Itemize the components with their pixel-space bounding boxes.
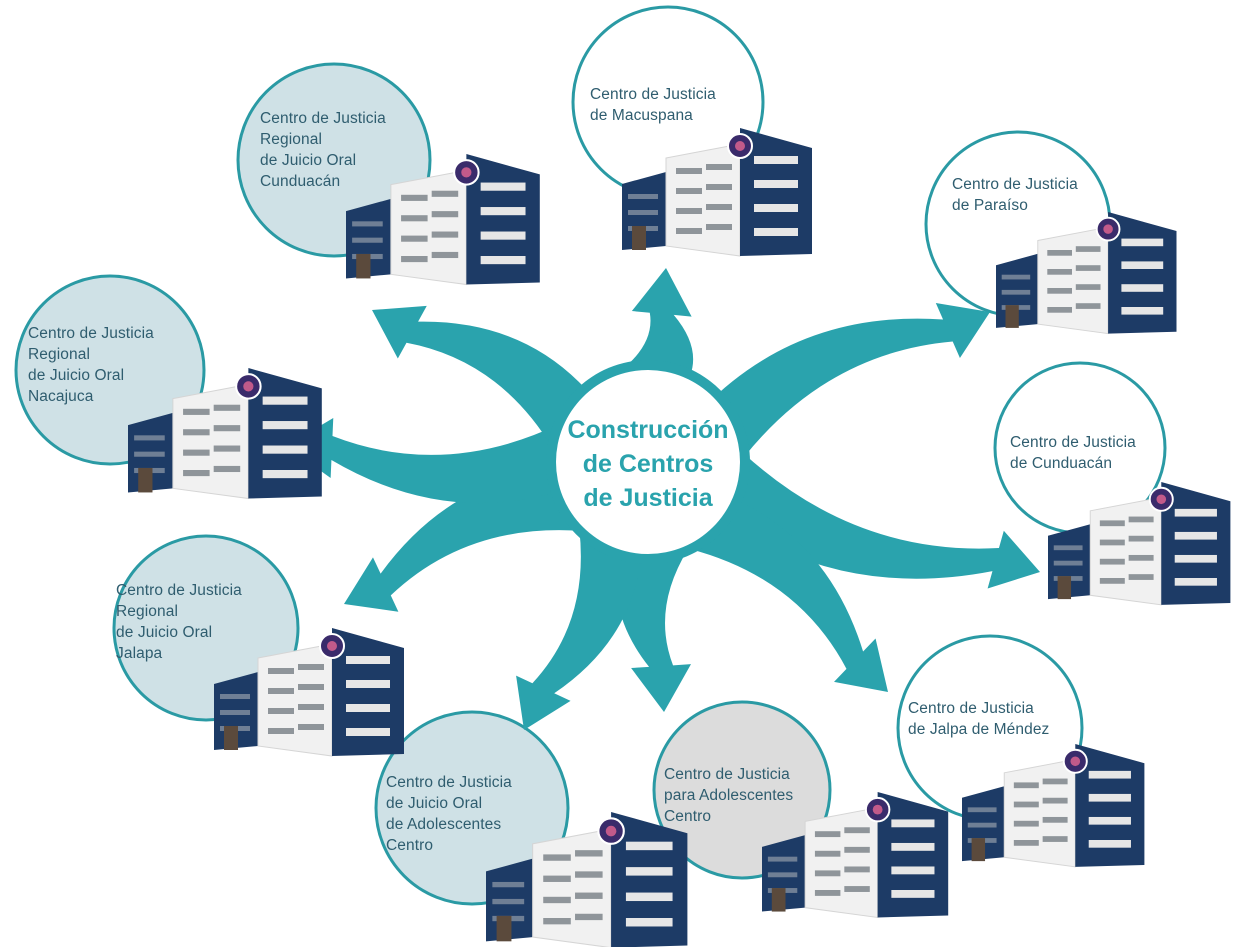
center-hub bbox=[546, 360, 750, 564]
node-label-macuspana: Centro de Justicia de Macuspana bbox=[590, 86, 716, 124]
arrow-to-paraiso bbox=[716, 303, 990, 457]
center-label: Construcción de Centros de Justicia bbox=[567, 416, 729, 512]
node-label-regional-cunduacan: Centro de Justicia Regional de Juicio Or… bbox=[260, 110, 386, 190]
arrow-to-jalpa-de-mendez bbox=[689, 499, 888, 692]
arrow-to-regional-nacajuca bbox=[286, 418, 560, 504]
arrow-to-regional-cunduacan bbox=[372, 305, 586, 449]
hub-circle bbox=[556, 370, 740, 554]
node-label-paraiso: Centro de Justicia de Paraíso bbox=[952, 176, 1078, 214]
building-macuspana bbox=[622, 128, 812, 257]
node-circle-juicio-oral-adolescentes-centro bbox=[374, 710, 570, 906]
arrow-to-regional-jalapa bbox=[344, 469, 581, 612]
building-regional-nacajuca bbox=[128, 368, 322, 500]
node-label-regional-nacajuca: Centro de Justicia Regional de Juicio Or… bbox=[28, 325, 154, 405]
building-juicio-oral-adolescentes-centro bbox=[486, 812, 688, 947]
node-label-cunduacan: Centro de Justicia de Cunduacán bbox=[1010, 434, 1136, 472]
arrows bbox=[286, 268, 1040, 730]
node-circle-regional-nacajuca bbox=[14, 274, 206, 466]
building-regional-cunduacan bbox=[346, 154, 540, 286]
arrow-to-juicio-oral-adolescentes-centro bbox=[516, 529, 642, 730]
node-circle-adolescentes-centro bbox=[652, 700, 832, 880]
buildings bbox=[128, 128, 1231, 947]
building-cunduacan bbox=[1048, 482, 1231, 606]
building-paraiso bbox=[996, 212, 1177, 335]
node-label-jalpa-de-mendez: Centro de Justicia de Jalpa de Méndez bbox=[908, 700, 1050, 738]
building-jalpa-de-mendez bbox=[962, 744, 1145, 868]
building-adolescentes-centro bbox=[762, 792, 949, 919]
arrow-to-macuspana bbox=[622, 268, 694, 376]
building-regional-jalapa bbox=[214, 628, 404, 757]
node-label-regional-jalapa: Centro de Justicia Regional de Juicio Or… bbox=[116, 582, 242, 662]
arrow-to-adolescentes-centro bbox=[616, 549, 692, 712]
node-label-adolescentes-centro: Centro de Justicia para Adolescentes Cen… bbox=[664, 766, 794, 825]
node-label-juicio-oral-adolescentes-centro: Centro de Justicia de Juicio Oral de Ado… bbox=[386, 774, 512, 854]
